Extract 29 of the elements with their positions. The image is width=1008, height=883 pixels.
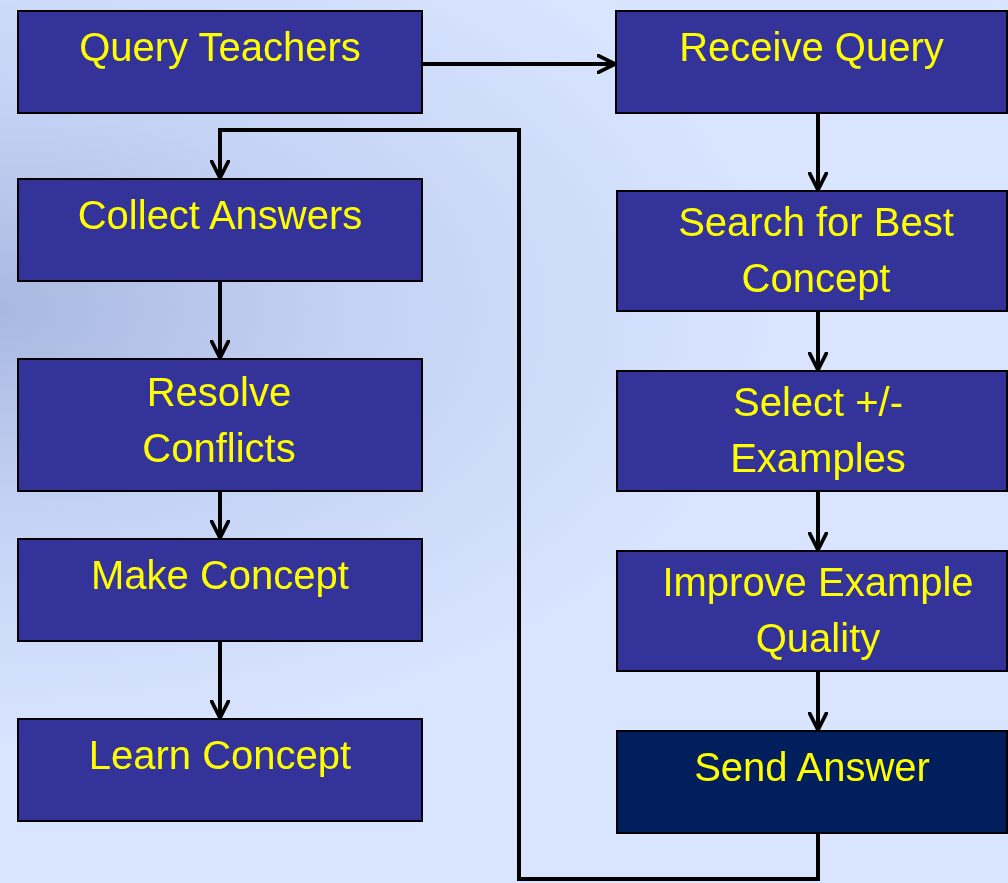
box-label: Resolve Conflicts — [141, 369, 297, 472]
process-box — [17, 538, 423, 642]
process-box — [616, 190, 1008, 312]
feedback-arrow — [209, 128, 820, 881]
box-label: Make Concept — [90, 552, 350, 599]
box-label: Query Teachers — [78, 24, 362, 71]
arrow — [807, 312, 829, 372]
arrow — [807, 114, 829, 192]
box-label: Learn Concept — [87, 732, 353, 779]
process-box — [17, 718, 423, 822]
process-box — [616, 550, 1008, 672]
arrow — [209, 492, 231, 540]
box-label: Select +/- Examples — [729, 379, 907, 482]
box-label: Search for Best Concept — [677, 199, 955, 302]
arrow — [209, 282, 231, 360]
box-label: Receive Query — [678, 24, 945, 71]
process-box — [17, 358, 423, 492]
process-box — [17, 10, 423, 114]
process-box — [17, 178, 423, 282]
arrow — [209, 642, 231, 720]
process-box — [616, 370, 1008, 492]
box-label: Improve Example Quality — [661, 559, 975, 662]
output-box — [616, 730, 1008, 834]
process-box — [615, 10, 1008, 114]
arrow — [423, 53, 617, 75]
box-label: Send Answer — [693, 744, 931, 791]
arrow — [807, 492, 829, 552]
box-label: Collect Answers — [76, 192, 364, 239]
arrow — [807, 672, 829, 732]
